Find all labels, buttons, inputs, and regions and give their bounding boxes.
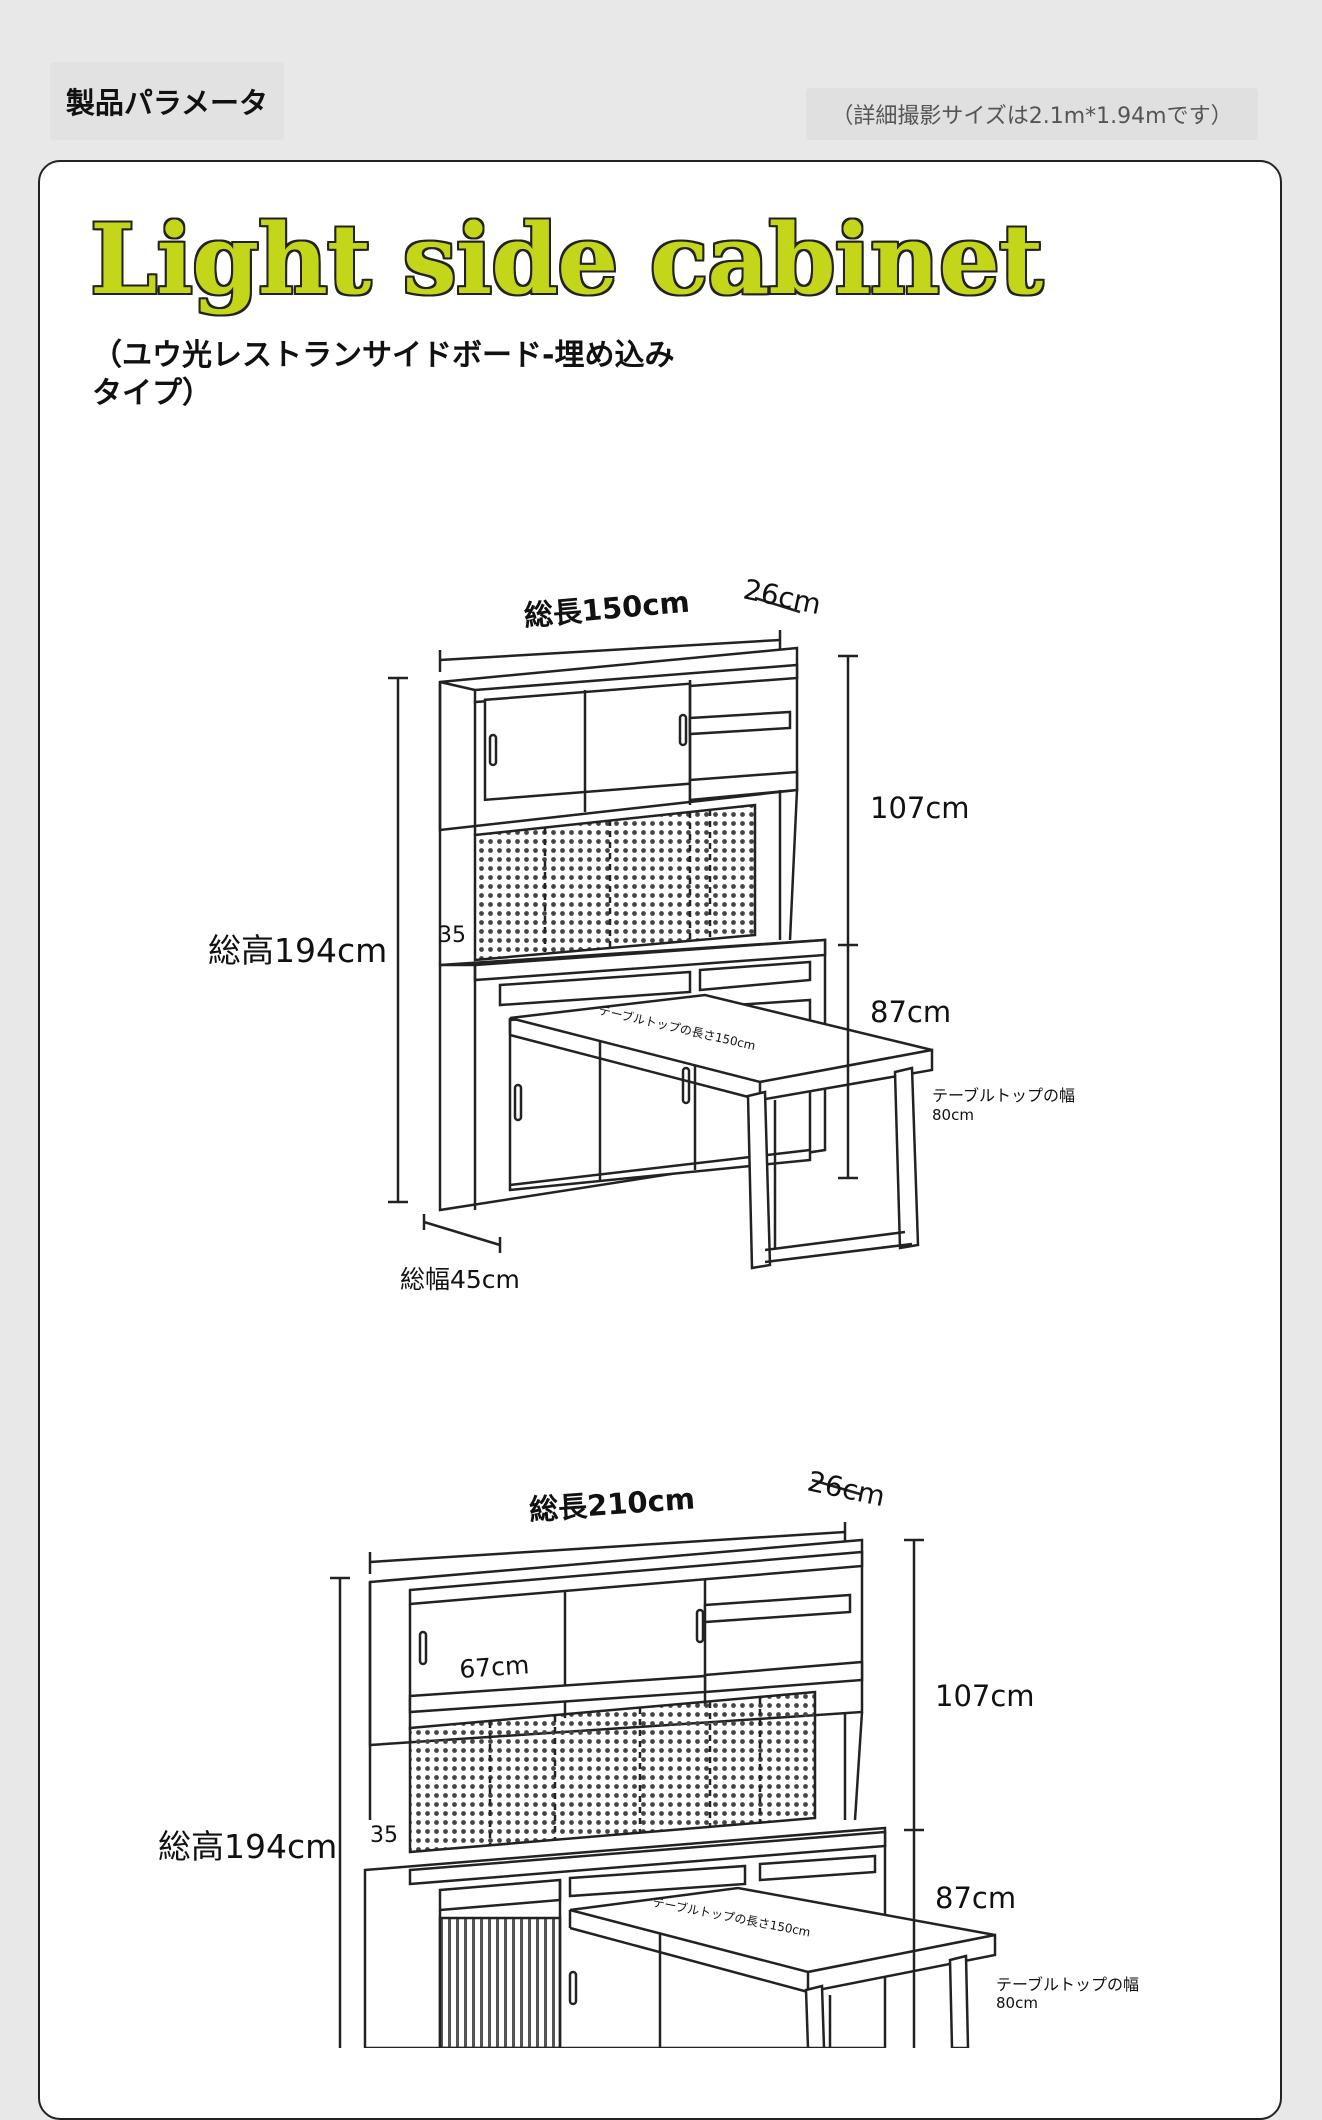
d2-tabletop-width-label: テーブルトップの幅 (996, 1975, 1139, 1994)
d1-upper-height: 107cm (870, 791, 970, 825)
diagram-210-labels: 総長210cm 26cm 107cm 87cm 総高194cm 35 67cm … (158, 1465, 1139, 2012)
product-subtitle: （ユウ光レストランサイドボード-埋め込みタイプ） (92, 338, 675, 411)
d1-total-height: 総高194cm (208, 931, 387, 970)
product-title: Light side cabinet (90, 203, 1043, 316)
d1-tabletop-width-value: 80cm (932, 1106, 974, 1124)
diagram-210 (330, 1478, 997, 2048)
d2-side-35: 35 (370, 1823, 398, 1848)
d2-tabletop-width-value: 80cm (996, 1994, 1038, 2012)
d2-upper-height: 107cm (935, 1679, 1035, 1713)
d2-inner-width: 67cm (458, 1650, 530, 1684)
photo-size-note: （詳細撮影サイズは2.1m*1.94mです） (806, 88, 1258, 140)
d1-lower-height: 87cm (870, 995, 951, 1029)
d1-depth: 26cm (741, 573, 824, 622)
d1-side-35: 35 (438, 923, 466, 948)
diagram-150 (388, 596, 934, 1270)
d2-total-height: 総高194cm (158, 1827, 337, 1866)
d2-total-length: 総長210cm (528, 1481, 696, 1526)
d2-lower-height: 87cm (935, 1881, 1016, 1915)
dimension-diagrams: 総長150cm 26cm 107cm 87cm 総高194cm 35 テーブルト… (158, 573, 1139, 2048)
d1-total-length: 総長150cm (523, 585, 691, 633)
d1-total-width: 総幅45cm (400, 1265, 520, 1294)
d1-tabletop-width-label: テーブルトップの幅 (932, 1086, 1075, 1105)
d2-depth: 26cm (805, 1465, 888, 1514)
section-tag: 製品パラメータ (50, 62, 284, 140)
